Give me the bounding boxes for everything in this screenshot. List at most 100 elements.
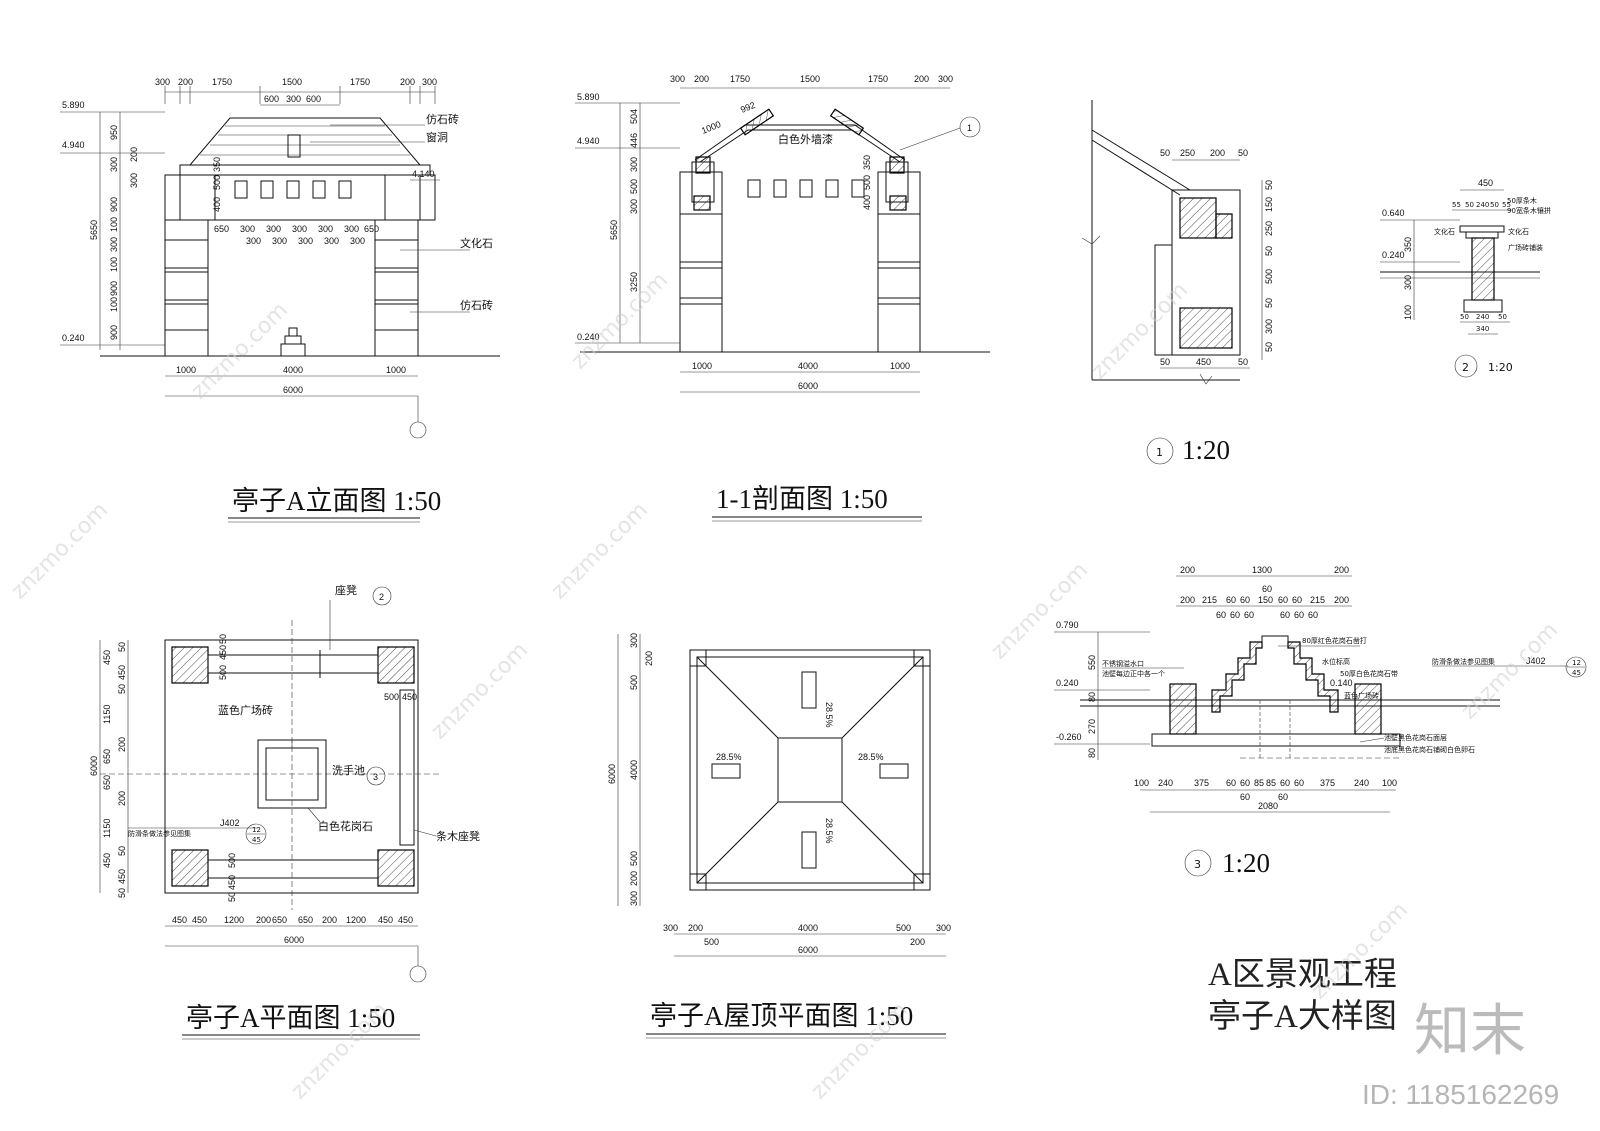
dim-label: 85 xyxy=(1266,778,1276,788)
dim-label: 300 xyxy=(663,923,678,933)
dim-label: 6000 xyxy=(283,385,303,395)
dim-label: 200 xyxy=(178,77,193,87)
dim-label: 100 xyxy=(1403,305,1413,320)
reference-number: 12 xyxy=(1572,659,1581,667)
roof-outline xyxy=(689,649,931,891)
roof-top xyxy=(777,737,843,803)
plan-bench xyxy=(399,689,415,846)
dim-label: 6000 xyxy=(284,935,304,945)
dim-label: 200 xyxy=(117,791,127,806)
dim-label: 500 xyxy=(1264,269,1274,284)
dim-label: 200 xyxy=(1180,595,1195,605)
dim-label: 200 xyxy=(629,871,639,886)
callout-note: 蓝色广场砖 xyxy=(218,703,273,717)
dim-label: 450 xyxy=(402,692,417,702)
detail-marker-1 xyxy=(959,116,981,138)
level-mark: -0.260 xyxy=(1056,732,1082,742)
dim-label: 60 xyxy=(1230,610,1240,620)
plan-column xyxy=(171,646,209,684)
dim-label: 446 xyxy=(629,133,639,148)
dim-label: 900 xyxy=(109,281,119,296)
dim-label: 6000 xyxy=(798,945,818,955)
watermark-text: znzmo.com xyxy=(987,558,1093,664)
dim-label: 240 xyxy=(1476,201,1489,209)
watermark-text: znzmo.com xyxy=(187,298,293,404)
dim-label: 500 xyxy=(896,923,911,933)
dim-label: 375 xyxy=(1320,778,1335,788)
dim-label: 150 xyxy=(1264,197,1274,212)
section-roof-line xyxy=(694,124,906,161)
plan-column xyxy=(377,646,415,684)
dim-label: 504 xyxy=(629,109,639,124)
dim-label: 500 xyxy=(212,175,222,190)
dim-label: 100 xyxy=(109,297,119,312)
callout-note: 条木座凳 xyxy=(436,829,480,843)
dim-label: 450 xyxy=(398,915,413,925)
roof-title: 亭子A屋顶平面图 1:50 xyxy=(650,1001,913,1031)
callout-note: 仿石砖 xyxy=(460,298,493,312)
callout-note: 50厚白色花岗石带 xyxy=(1340,669,1398,678)
dim-label: 450 xyxy=(378,915,393,925)
dim-label: 300 xyxy=(246,236,261,246)
dim-label: 300 xyxy=(1264,319,1274,334)
dim-label: 350 xyxy=(1403,237,1413,252)
callout-note: 90宽条木镶拼 xyxy=(1507,206,1551,215)
dim-label: 50 xyxy=(1460,313,1469,321)
dim-label: 60 xyxy=(1280,610,1290,620)
dim-label: 500 xyxy=(862,175,872,190)
slope-label: 28.5% xyxy=(824,818,834,844)
dim-label: 60 xyxy=(1226,778,1236,788)
roof-plan-view: 28.5% 28.5% 28.5% 28.5% 300 200 500 4000… xyxy=(607,633,951,1039)
dim-label: 1750 xyxy=(212,77,232,87)
dim-label: 50 xyxy=(117,642,127,652)
elevation-title: 亭子A立面图 1:50 xyxy=(232,486,441,516)
section-view: 300 200 1750 1500 1750 200 300 1000 992 … xyxy=(575,74,990,522)
detail-marker-label: 3 xyxy=(1194,858,1201,871)
dim-label: 1750 xyxy=(868,74,888,84)
level-mark: 0.240 xyxy=(1056,678,1079,688)
dim-label: 500 xyxy=(629,851,639,866)
callout-note: 不锈钢溢水口 xyxy=(1102,659,1144,668)
detail-marker-label: 1 xyxy=(1156,446,1163,459)
dim-label: 60 xyxy=(1292,595,1302,605)
level-mark: 0.140 xyxy=(1330,678,1353,688)
dim-label: 1150 xyxy=(102,819,112,838)
dim-label: 300 xyxy=(350,236,365,246)
dim-label: 3250 xyxy=(629,272,639,292)
dim-label: 50 xyxy=(1264,342,1274,352)
dim-label: 6000 xyxy=(798,381,818,391)
dim-label: 450 xyxy=(102,650,112,665)
dim-label: 50 xyxy=(227,892,237,902)
callout-note: 座凳 xyxy=(335,583,357,597)
callout-note: 80厚红色花岗石凿打 xyxy=(1302,636,1367,645)
dim-label: 240 xyxy=(1354,778,1369,788)
level-mark: 5.890 xyxy=(62,100,85,110)
dim-label: 215 xyxy=(1202,595,1217,605)
dim-label: 240 xyxy=(1158,778,1173,788)
dim-label: 50 xyxy=(1238,148,1248,158)
callout-note: 水位标高 xyxy=(1322,657,1350,666)
detail-marker-label: 3 xyxy=(373,772,378,782)
reference-marker xyxy=(245,823,267,845)
dim-label: 500 xyxy=(704,937,719,947)
dim-label: 300 xyxy=(324,236,339,246)
watermark-text: znzmo.com xyxy=(1457,618,1563,724)
dim-label: 50 xyxy=(1490,201,1499,209)
detail-marker-label: 2 xyxy=(1462,361,1469,374)
plan-bench xyxy=(207,654,379,674)
dim-label: 300 xyxy=(936,923,951,933)
dim-label: 4000 xyxy=(283,365,303,375)
level-mark: 0.640 xyxy=(1382,208,1405,218)
callout-note: 白色外墙漆 xyxy=(778,132,833,146)
dim-label: 50 xyxy=(117,888,127,898)
dim-label: 300 xyxy=(292,224,307,234)
dim-label: 60 xyxy=(1240,778,1250,788)
dim-label: 650 xyxy=(298,915,313,925)
dim-label: 1000 xyxy=(890,361,910,371)
dim-label: 200 xyxy=(910,937,925,947)
dim-label: 60 xyxy=(1240,595,1250,605)
dim-label: 600 xyxy=(264,94,279,104)
dim-label: 1150 xyxy=(102,705,112,724)
dim-label: 300 xyxy=(670,74,685,84)
